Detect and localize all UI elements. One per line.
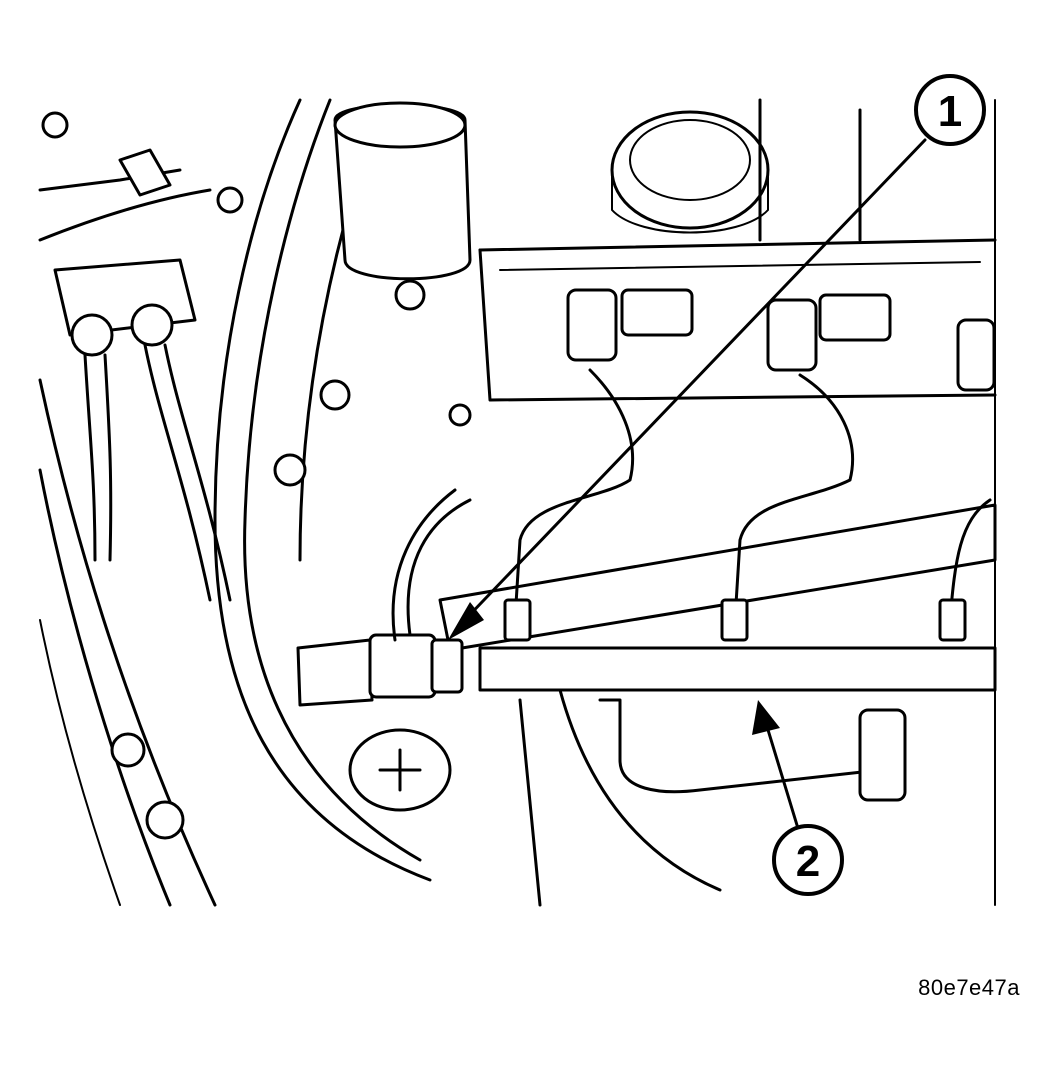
callout-2: 2	[752, 700, 844, 896]
callout-1: 1	[448, 74, 986, 640]
callout-1-leader-line	[458, 138, 927, 627]
callout-2-number: 2	[796, 837, 820, 886]
callout-2-arrowhead	[752, 700, 780, 735]
callout-2-circle	[772, 824, 844, 896]
callout-1-circle	[914, 74, 986, 146]
figure-reference-code: 80e7e47a	[918, 975, 1020, 1000]
callout-2-leader-line	[763, 718, 802, 837]
callout-1-arrowhead	[448, 602, 484, 640]
callout-1-number: 1	[938, 87, 962, 136]
engine-components	[38, 98, 997, 907]
